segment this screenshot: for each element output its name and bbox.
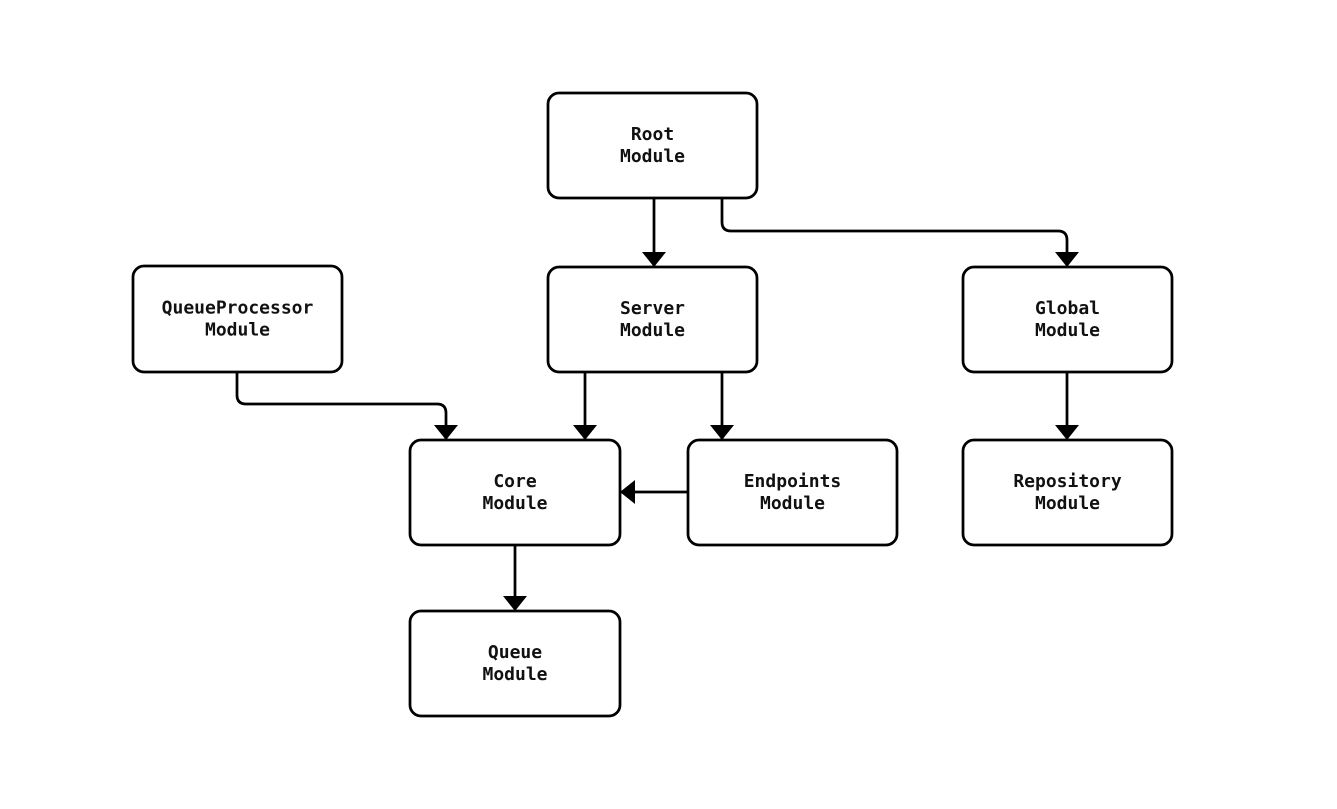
- node-label-line: Module: [620, 146, 685, 167]
- node-label-line: Queue: [488, 642, 542, 663]
- node-label-line: Module: [482, 493, 547, 514]
- node-label-line: Root: [631, 124, 674, 145]
- node-label-line: Endpoints: [744, 471, 842, 492]
- node-global-box: [961, 265, 1174, 374]
- node-label-line: QueueProcessor: [162, 298, 314, 319]
- node-label-line: Module: [760, 493, 825, 514]
- node-root-box: [546, 91, 759, 200]
- node-label-line: Module: [205, 320, 270, 341]
- node-queue-box: [408, 609, 622, 718]
- edge-queueprocessor-core: [235, 372, 458, 440]
- node-label-line: Repository: [1013, 471, 1122, 492]
- node-repository-box: [961, 438, 1174, 547]
- node-label-line: Module: [1035, 320, 1100, 341]
- node-queueprocessor-box: [131, 264, 344, 374]
- node-label-line: Module: [1035, 493, 1100, 514]
- node-endpoints-box: [686, 438, 899, 547]
- node-label-line: Global: [1035, 298, 1100, 319]
- node-label-line: Server: [620, 298, 685, 319]
- node-core-box: [408, 438, 622, 547]
- node-label-line: Module: [620, 320, 685, 341]
- node-server-box: [546, 265, 759, 374]
- edge-root-global: [720, 198, 1079, 267]
- node-label-line: Core: [493, 471, 537, 492]
- node-label-line: Module: [482, 664, 547, 685]
